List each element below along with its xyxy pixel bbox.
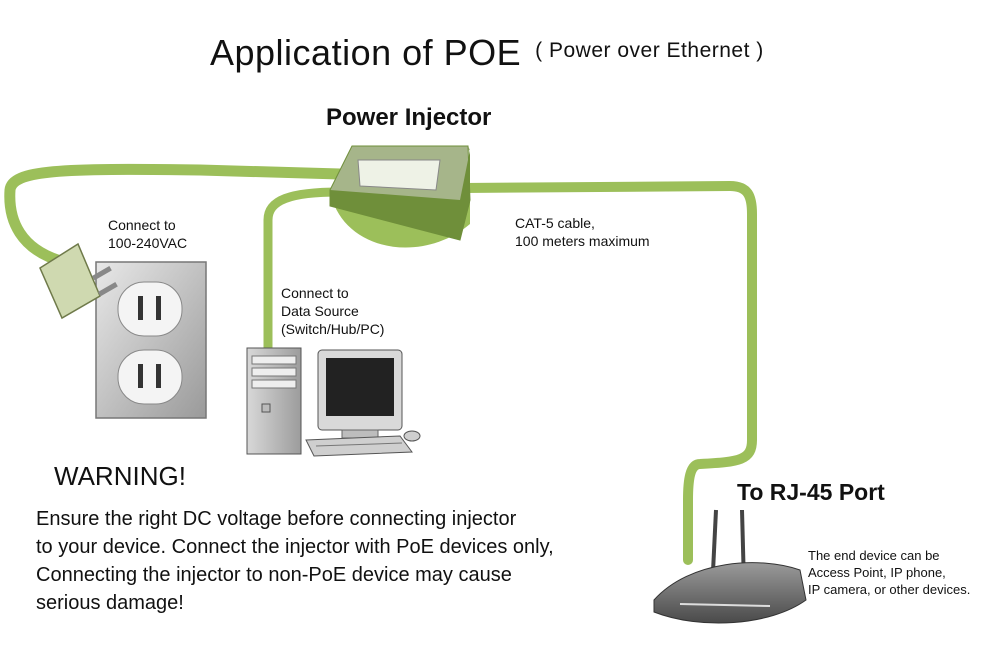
desktop-pc-icon	[246, 347, 421, 457]
end-device-label: The end device can be Access Point, IP p…	[808, 548, 971, 597]
ac-cable	[4, 163, 346, 268]
page-title: Application of POE ( Power over Ethernet …	[210, 32, 764, 73]
title-main: Application of POE	[210, 32, 522, 73]
title-subtitle: ( Power over Ethernet )	[535, 39, 764, 62]
connect-data-source-label: Connect to Data Source (Switch/Hub/PC)	[281, 285, 385, 337]
power-injector-label: Power Injector	[326, 104, 492, 131]
warning-title: WARNING!	[54, 461, 186, 491]
router-icon	[653, 509, 807, 624]
warning-body: Ensure the right DC voltage before conne…	[36, 508, 554, 614]
rj45-port-label: To RJ-45 Port	[737, 479, 885, 505]
data-cable	[263, 187, 345, 357]
power-injector-device	[329, 145, 471, 248]
cat5-cable	[457, 181, 757, 565]
cat5-cable-label: CAT-5 cable, 100 meters maximum	[515, 215, 650, 249]
connect-ac-label: Connect to 100-240VAC	[108, 217, 188, 251]
cables	[4, 163, 757, 565]
ac-plug-icon	[39, 242, 118, 320]
